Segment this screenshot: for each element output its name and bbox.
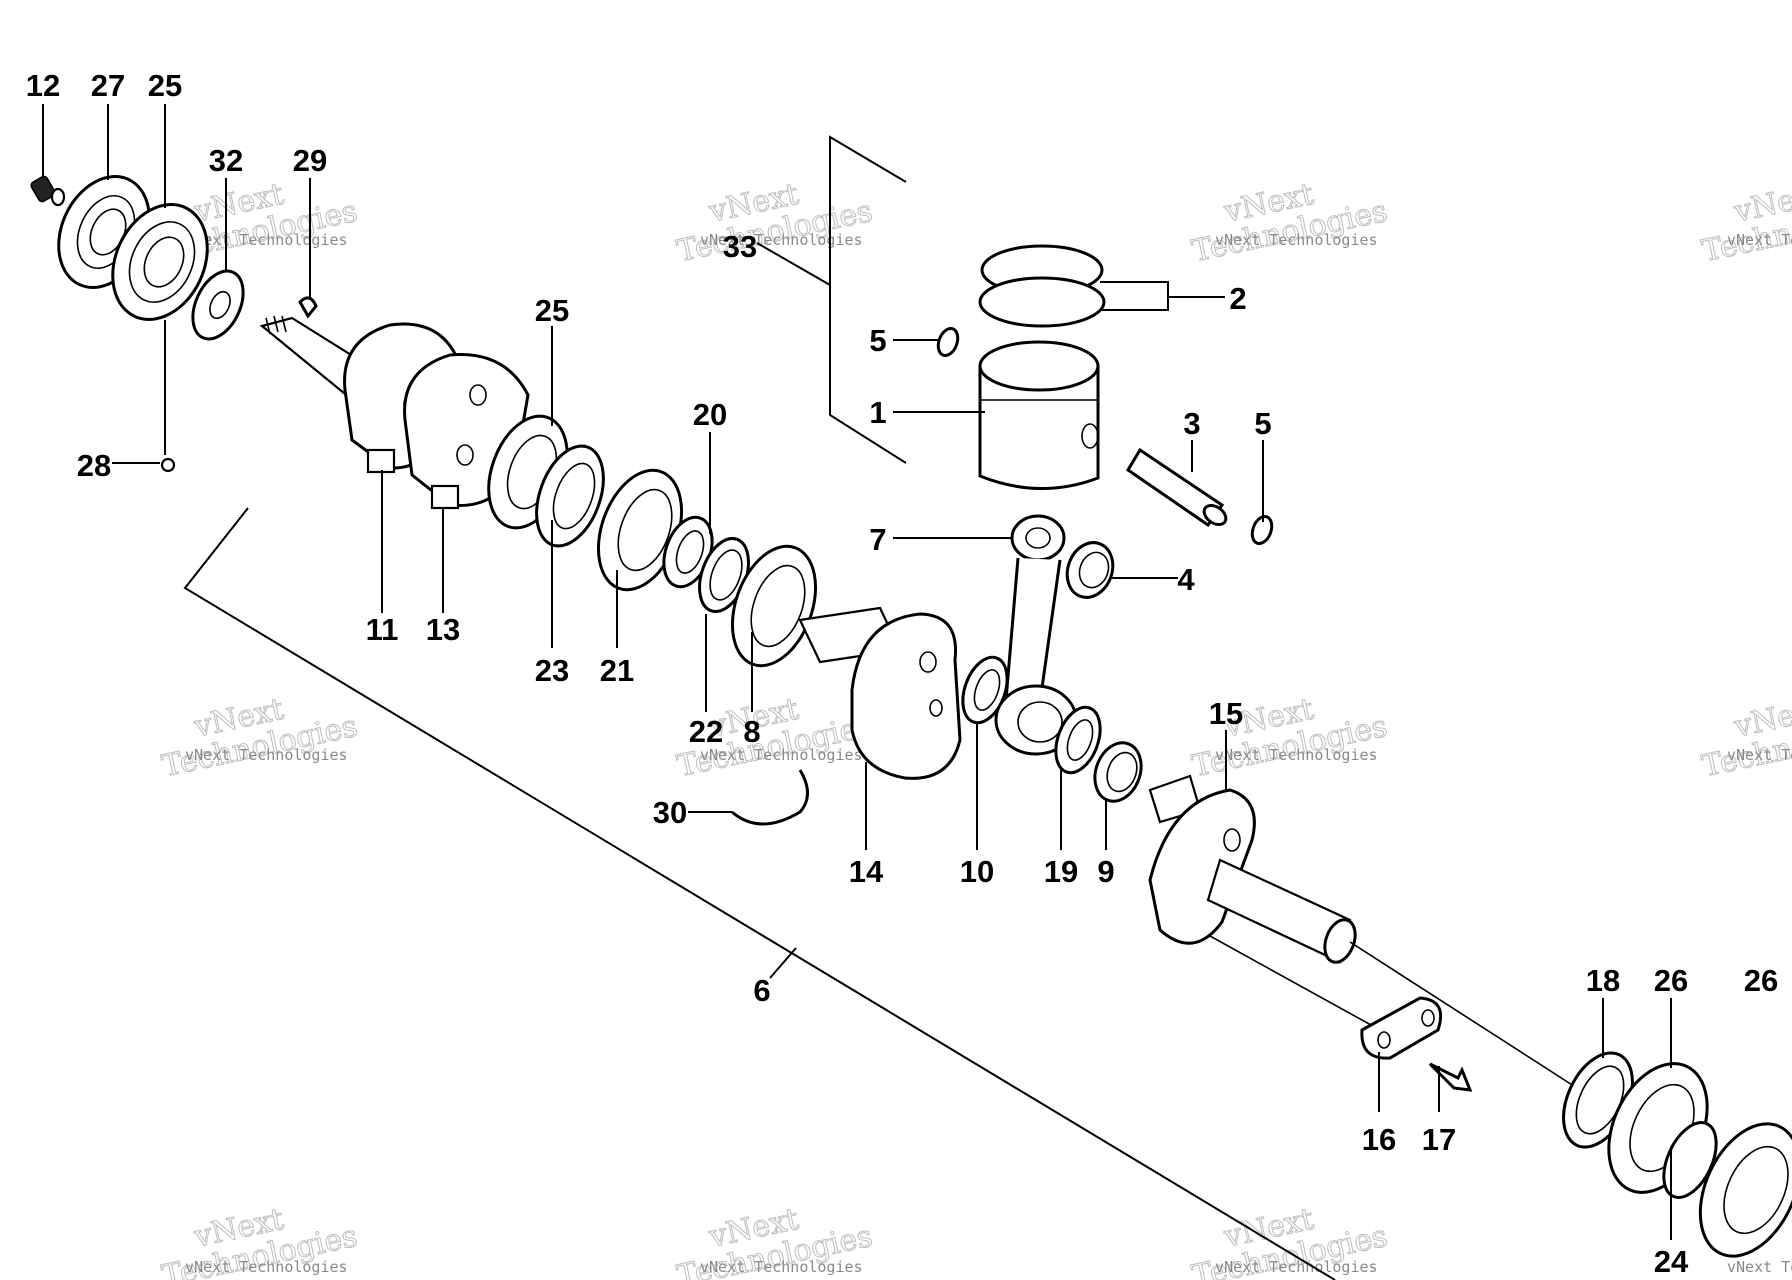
callout-26-left: 26 (1654, 963, 1688, 998)
screw-12 (30, 175, 66, 207)
callout-25-center: 25 (535, 293, 569, 328)
watermark-small: vNext Technologies (1727, 746, 1792, 764)
circlip-5-right (1250, 514, 1274, 546)
watermark-small: vNext Technologies (1215, 1258, 1378, 1276)
key-29 (298, 296, 318, 319)
callout-32: 32 (209, 143, 243, 178)
watermark-small: vNext Technologies (185, 746, 348, 764)
watermark-small: vNext Technologies (185, 231, 348, 249)
callout-1: 1 (869, 395, 886, 430)
piston-group-bracket-33 (829, 135, 907, 464)
watermark: vNext Technologies (158, 691, 360, 785)
callout-5-left: 5 (869, 323, 886, 358)
watermark-small: vNext Technologies (1215, 746, 1378, 764)
callout-15: 15 (1209, 696, 1243, 731)
callout-13: 13 (426, 612, 460, 647)
washer-10 (961, 655, 1009, 725)
crank-half-15 (1148, 774, 1357, 964)
callout-17: 17 (1422, 1122, 1456, 1157)
callout-24: 24 (1654, 1244, 1689, 1279)
bearing-25-left (111, 203, 209, 321)
callout-29: 29 (293, 143, 327, 178)
callout-30: 30 (653, 795, 687, 830)
clip-30 (731, 769, 809, 826)
callout-2: 2 (1229, 281, 1246, 316)
watermark-small: vNext Technologies (700, 231, 863, 249)
callout-8: 8 (743, 714, 760, 749)
callout-9: 9 (1097, 854, 1114, 889)
callout-22: 22 (689, 714, 723, 749)
callout-25: 25 (148, 68, 182, 103)
callout-23: 23 (535, 653, 569, 688)
connecting-rod-7 (994, 514, 1078, 756)
washer-19 (1054, 705, 1102, 775)
assembly-bracket-6 (183, 507, 1336, 1280)
needle-bearing-9 (1093, 741, 1143, 803)
watermark-small: vNext Technologies (700, 1258, 863, 1276)
callout-18: 18 (1586, 963, 1620, 998)
callout-27: 27 (91, 68, 125, 103)
callout-12: 12 (26, 68, 60, 103)
watermark-small: vNext Technologies (1215, 231, 1378, 249)
watermark: vNext Technologies (1188, 176, 1390, 270)
watermark: vNext Technologies (1698, 176, 1792, 270)
ball-28 (160, 457, 176, 473)
leader-lines (42, 104, 1672, 1240)
ring-22 (698, 537, 750, 613)
callout-4: 4 (1177, 562, 1195, 597)
piston-1 (978, 340, 1100, 490)
screw-axis (1209, 935, 1381, 1031)
piston-rings-2 (978, 244, 1106, 328)
callout-7: 7 (869, 522, 886, 557)
crank-half-14 (798, 606, 962, 780)
bearing-26-right (1698, 1122, 1792, 1258)
piston-pin-3 (1125, 447, 1228, 528)
callout-14: 14 (849, 854, 884, 889)
callout-11: 11 (366, 612, 399, 647)
callout-20: 20 (693, 397, 727, 432)
callout-19: 19 (1044, 854, 1078, 889)
callout-28: 28 (77, 448, 111, 483)
watermark-small: vNext Technologies (700, 746, 863, 764)
shaft-axis (1349, 941, 1581, 1091)
seal-21 (596, 468, 684, 592)
callout-10: 10 (960, 854, 994, 889)
callout-21: 21 (600, 653, 634, 688)
callout-33: 33 (723, 229, 757, 264)
callout-labels: 12 27 25 32 29 33 2 5 1 3 5 28 25 20 7 4… (26, 68, 1778, 1279)
watermark: vNext Technologies (673, 176, 875, 270)
watermark-small: vNext Technologies (185, 1258, 348, 1276)
screw-17 (1428, 1062, 1473, 1092)
callout-6: 6 (753, 973, 770, 1008)
callout-16: 16 (1362, 1122, 1396, 1157)
needle-bearing-4 (1065, 541, 1115, 599)
callout-26-right: 26 (1744, 963, 1778, 998)
plate-16 (1360, 996, 1443, 1060)
circlip-5-left (936, 326, 960, 358)
callout-3: 3 (1183, 406, 1200, 441)
watermark: vNext Technologies (1698, 691, 1792, 785)
callout-5-right: 5 (1254, 406, 1271, 441)
watermark-small: vNext Technologies (1727, 1258, 1792, 1276)
washer-32 (191, 269, 245, 341)
watermark-small: vNext Technologies (1727, 231, 1792, 249)
